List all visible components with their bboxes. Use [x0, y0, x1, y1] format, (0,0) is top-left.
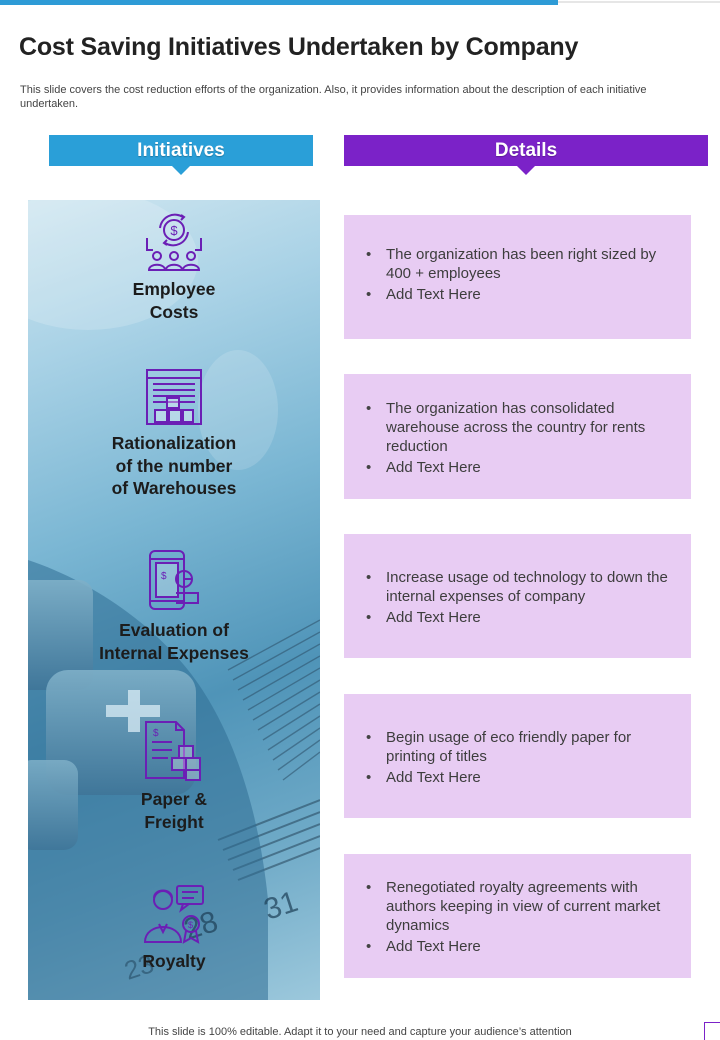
initiatives-header-pointer — [172, 166, 190, 175]
expense-evaluation-icon: $ — [149, 550, 199, 610]
details-item: Add Text Here — [366, 458, 671, 477]
initiative-label: Royalty — [28, 950, 320, 973]
initiative-label-line: Employee — [132, 279, 216, 299]
details-card-employee-costs: The organization has been right sized by… — [344, 215, 691, 339]
top-accent-line — [558, 1, 720, 3]
details-card-warehouses: The organization has consolidated wareho… — [344, 374, 691, 499]
details-list: Begin usage of eco friendly paper for pr… — [344, 694, 691, 787]
details-header: Details — [344, 135, 708, 175]
royalty-icon: $ — [143, 885, 204, 944]
details-item: The organization has consolidated wareho… — [366, 399, 671, 456]
background-photo-panel: 28 31 23 — [28, 200, 320, 1000]
details-item: Add Text Here — [366, 768, 671, 787]
details-header-label: Details — [494, 140, 558, 161]
initiative-label-line: Royalty — [142, 951, 206, 971]
details-item: Add Text Here — [366, 608, 671, 627]
initiative-label-line: of the number — [115, 455, 233, 476]
details-item: Begin usage of eco friendly paper for pr… — [366, 728, 671, 766]
initiative-label-line: Rationalization — [111, 433, 237, 453]
details-card-internal-expenses: Increase usage od technology to down the… — [344, 534, 691, 658]
employee-cost-icon: $ — [146, 213, 202, 271]
details-item: The organization has been right sized by… — [366, 245, 671, 283]
initiative-label-line: Internal Expenses — [99, 642, 249, 663]
initiative-label: Evaluation of Internal Expenses — [28, 619, 320, 664]
initiative-label-line: Costs — [149, 301, 199, 322]
svg-text:$: $ — [153, 728, 159, 739]
details-list: Renegotiated royalty agreements with aut… — [344, 854, 691, 956]
initiatives-header: Initiatives — [49, 135, 313, 175]
warehouse-icon — [146, 369, 202, 425]
initiative-label-line: Paper & — [140, 789, 208, 809]
page-subtitle: This slide covers the cost reduction eff… — [20, 84, 647, 110]
initiative-employee-costs: $ Employee Costs — [28, 212, 320, 323]
details-item: Add Text Here — [366, 285, 671, 304]
initiative-label-line: Freight — [144, 811, 204, 832]
svg-text:$: $ — [161, 571, 167, 582]
top-accent-bar — [0, 0, 558, 5]
details-card-royalty: Renegotiated royalty agreements with aut… — [344, 854, 691, 978]
calculator-background-image: 28 31 23 — [28, 200, 320, 1000]
details-item: Increase usage od technology to down the… — [366, 568, 671, 606]
page-title: Cost Saving Initiatives Undertaken by Co… — [19, 33, 579, 61]
initiatives-header-label: Initiatives — [137, 140, 225, 161]
initiative-label: Paper & Freight — [28, 788, 320, 833]
details-header-pointer — [517, 166, 535, 175]
details-list: The organization has consolidated wareho… — [344, 374, 691, 477]
initiative-internal-expenses: $ Evaluation of Internal Expenses — [28, 549, 320, 664]
paper-freight-icon: $ — [145, 721, 201, 781]
initiative-royalty: $ Royalty — [28, 884, 320, 973]
footer-note: This slide is 100% editable. Adapt it to… — [148, 1026, 572, 1038]
svg-text:$: $ — [170, 223, 178, 238]
details-card-paper-freight: Begin usage of eco friendly paper for pr… — [344, 694, 691, 818]
svg-text:$: $ — [188, 920, 193, 930]
corner-decoration — [704, 1022, 720, 1040]
initiative-paper-freight: $ Paper & Freight — [28, 720, 320, 833]
initiative-label: Rationalization of the number of Warehou… — [28, 432, 320, 500]
details-list: The organization has been right sized by… — [344, 215, 691, 304]
initiative-warehouses: Rationalization of the number of Warehou… — [28, 368, 320, 500]
details-list: Increase usage od technology to down the… — [344, 534, 691, 627]
details-item: Add Text Here — [366, 937, 671, 956]
initiative-label-line: Evaluation of — [119, 620, 229, 640]
details-item: Renegotiated royalty agreements with aut… — [366, 878, 671, 935]
initiative-label-line: of Warehouses — [111, 478, 237, 498]
initiative-label: Employee Costs — [28, 278, 320, 323]
